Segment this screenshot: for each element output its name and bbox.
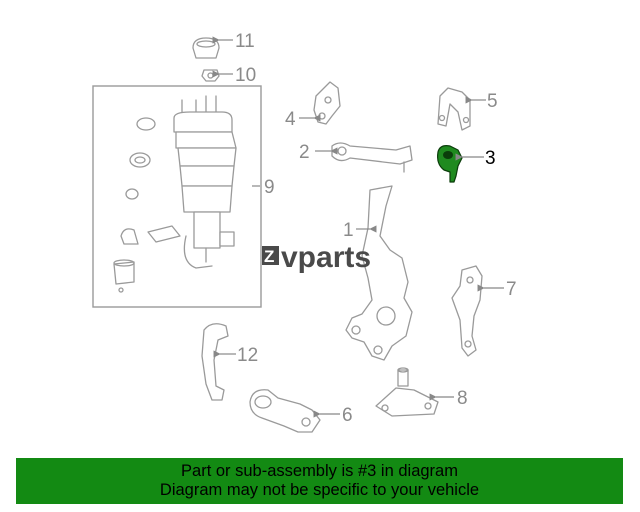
part-7-link[interactable] xyxy=(451,265,483,357)
part-9-air-strut[interactable] xyxy=(173,95,237,269)
callout-7: 7 xyxy=(506,279,517,300)
callout-numbers: 11 10 9 4 5 2 3 1 7 12 6 8 xyxy=(235,31,517,426)
part-1-knuckle[interactable] xyxy=(345,185,413,361)
callout-5: 5 xyxy=(487,91,498,112)
banner-line-2: Diagram may not be specific to your vehi… xyxy=(159,481,480,499)
part-4-bracket[interactable] xyxy=(313,81,341,125)
part-2-control-arm[interactable] xyxy=(331,142,413,173)
watermark-brand: vparts xyxy=(281,241,371,274)
part-9-kit-box xyxy=(92,85,262,308)
callout-1: 1 xyxy=(343,220,354,241)
callout-11: 11 xyxy=(235,31,255,52)
watermark-logo-letter: Z xyxy=(264,247,274,266)
part-10-nut[interactable] xyxy=(201,69,220,82)
part-12-shield[interactable] xyxy=(201,323,229,401)
callout-4: 4 xyxy=(285,109,296,130)
part-8-ball-joint[interactable] xyxy=(375,367,439,417)
banner-line-1: Part or sub-assembly is #3 in diagram xyxy=(181,462,458,480)
callout-10: 10 xyxy=(235,65,256,86)
watermark-logo: Z vparts xyxy=(262,241,371,274)
callout-12: 12 xyxy=(237,345,258,366)
callout-3: 3 xyxy=(485,148,496,169)
part-5-bracket[interactable] xyxy=(437,87,471,131)
info-banner: Part or sub-assembly is #3 in diagram Di… xyxy=(16,458,623,504)
callout-6: 6 xyxy=(342,405,353,426)
part-3-highlighted[interactable] xyxy=(437,145,463,183)
part-11-cap[interactable] xyxy=(192,37,220,59)
part-6-lower-arm[interactable] xyxy=(249,389,321,433)
part-9-small-parts xyxy=(113,117,181,293)
callout-8: 8 xyxy=(457,388,468,409)
callout-2: 2 xyxy=(299,142,310,163)
callout-9: 9 xyxy=(264,177,275,198)
leader-lines xyxy=(212,36,504,418)
